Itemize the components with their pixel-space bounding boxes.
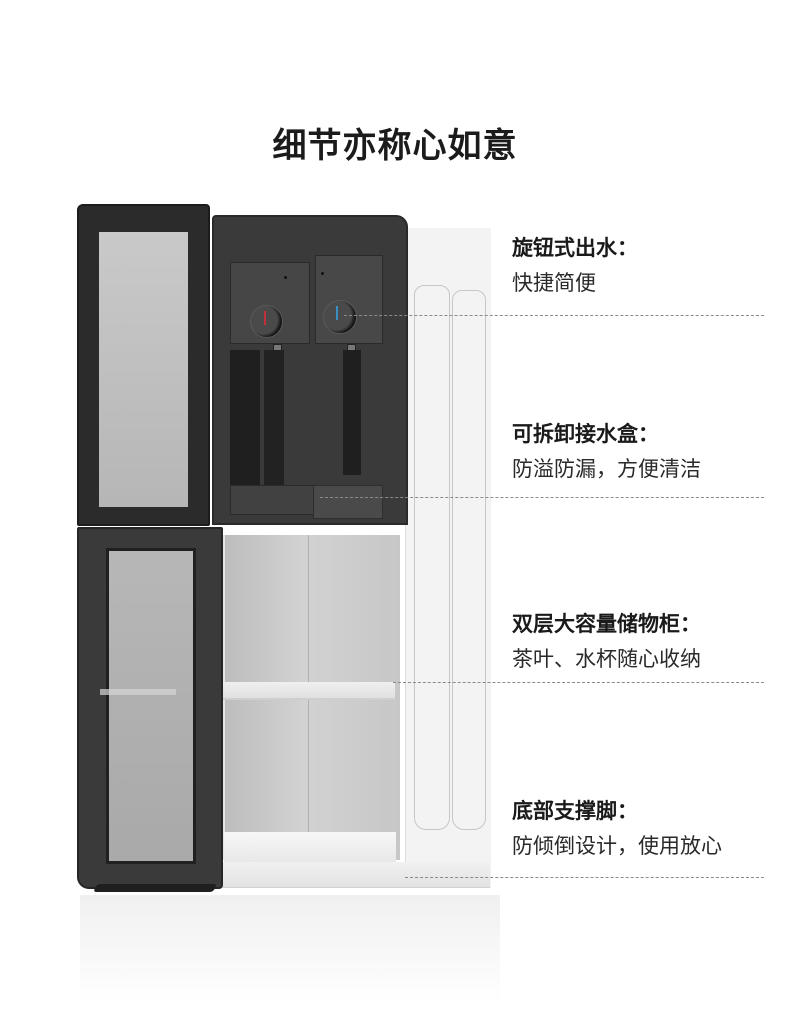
leader-line-knob	[344, 315, 764, 316]
dispense-bay-right	[343, 350, 361, 475]
support-foot	[93, 884, 217, 892]
feature-title: 底部支撑脚：	[512, 799, 638, 823]
storage-shelf	[223, 682, 395, 700]
leader-line-tray	[320, 497, 764, 498]
cabinet-base	[210, 862, 490, 888]
indicator-light-icon	[284, 276, 287, 279]
drip-tray-front	[313, 485, 383, 519]
hot-water-knob[interactable]	[250, 305, 283, 338]
lower-door-glass	[106, 548, 196, 864]
page-title: 细节亦称心如意	[272, 126, 518, 166]
body-side-panel	[405, 228, 491, 888]
feature-description: 快捷简便	[512, 271, 596, 295]
feature-title: 可拆卸接水盒：	[512, 422, 659, 446]
feature-description: 茶叶、水杯随心收纳	[512, 647, 701, 671]
leader-line-cabinet	[393, 682, 764, 683]
cabinet-floor	[224, 832, 396, 864]
upper-door-glass	[99, 232, 188, 507]
dispense-bay-mid	[264, 350, 284, 485]
dispense-bay-left	[230, 350, 260, 485]
feature-removable-tray: 可拆卸接水盒： 防溢防漏，方便清洁	[512, 420, 782, 484]
feature-description: 防溢防漏，方便清洁	[512, 457, 701, 481]
warm-water-knob[interactable]	[323, 300, 357, 334]
door-shelf-reflection	[100, 689, 176, 695]
leader-line-foot	[405, 877, 764, 878]
feature-knob-dispense: 旋钮式出水： 快捷简便	[512, 234, 782, 298]
hot-indicator-icon	[264, 311, 266, 325]
feature-title: 双层大容量储物柜：	[512, 612, 701, 636]
cold-indicator-icon	[336, 306, 338, 320]
indicator-light-icon	[321, 272, 324, 275]
feature-title: 旋钮式出水：	[512, 236, 638, 260]
feature-support-foot: 底部支撑脚： 防倾倒设计，使用放心	[512, 797, 782, 861]
side-groove-2	[452, 290, 486, 830]
floor-reflection	[80, 895, 500, 1005]
side-groove-1	[414, 285, 450, 830]
feature-storage-cabinet: 双层大容量储物柜： 茶叶、水杯随心收纳	[512, 610, 782, 674]
feature-description: 防倾倒设计，使用放心	[512, 834, 722, 858]
